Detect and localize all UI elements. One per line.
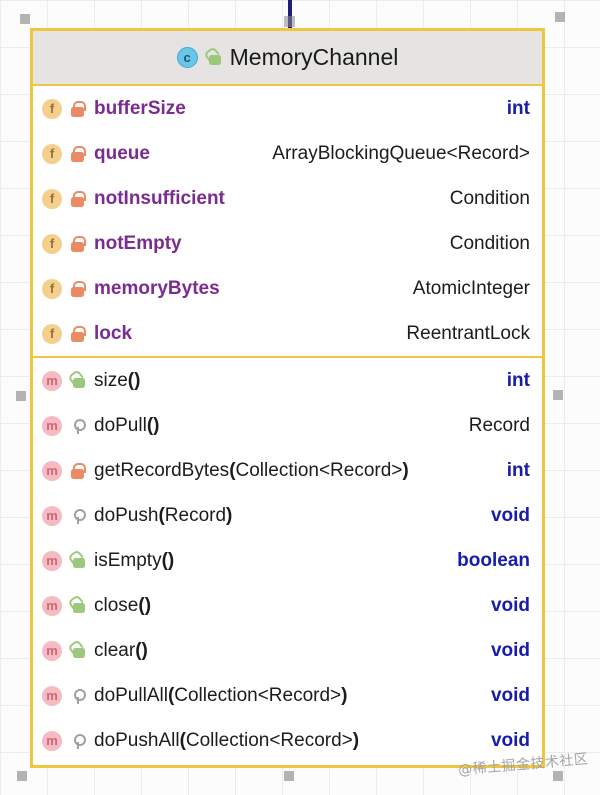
method-return-type: Record bbox=[468, 414, 530, 436]
field-name: notEmpty bbox=[94, 232, 182, 254]
field-name: bufferSize bbox=[94, 97, 186, 119]
resize-handle-middle-left[interactable] bbox=[16, 391, 26, 401]
resize-handle-bottom-right[interactable] bbox=[553, 771, 563, 781]
key-icon bbox=[70, 417, 86, 435]
uml-class-node[interactable]: c MemoryChannel f bufferSize int f queue… bbox=[30, 28, 545, 768]
method-return-type: void bbox=[490, 729, 530, 751]
field-row: f queue ArrayBlockingQueue<Record> bbox=[33, 131, 542, 176]
method-badge-icon: m bbox=[42, 460, 62, 481]
method-signature: close() bbox=[94, 594, 152, 616]
lock-closed-icon bbox=[70, 190, 86, 208]
method-return-type: void bbox=[490, 504, 530, 526]
field-badge-icon: f bbox=[42, 188, 62, 209]
fields-section: f bufferSize int f queue ArrayBlockingQu… bbox=[33, 86, 542, 356]
field-type: int bbox=[506, 97, 530, 119]
method-row: m doPullAll(Collection<Record>) void bbox=[33, 673, 542, 718]
field-name: queue bbox=[94, 142, 150, 164]
method-badge-icon: m bbox=[42, 370, 62, 391]
method-row: m isEmpty() boolean bbox=[33, 538, 542, 583]
field-type: ArrayBlockingQueue<Record> bbox=[272, 142, 530, 164]
field-badge-icon: f bbox=[42, 143, 62, 164]
resize-handle-bottom-center[interactable] bbox=[284, 771, 294, 781]
method-signature: doPushAll(Collection<Record>) bbox=[94, 729, 360, 751]
key-icon bbox=[70, 687, 86, 705]
method-row: m clear() void bbox=[33, 628, 542, 673]
class-icon: c bbox=[176, 47, 198, 68]
method-signature: size() bbox=[94, 369, 141, 391]
method-return-type: void bbox=[490, 594, 530, 616]
lock-closed-icon bbox=[70, 280, 86, 298]
lock-closed-icon bbox=[70, 462, 86, 480]
field-type: AtomicInteger bbox=[412, 277, 530, 299]
class-title: MemoryChannel bbox=[229, 44, 399, 70]
field-name: lock bbox=[94, 322, 133, 344]
method-signature: doPush(Record) bbox=[94, 504, 233, 526]
lock-closed-icon bbox=[70, 145, 86, 163]
field-row: f lock ReentrantLock bbox=[33, 311, 542, 356]
method-signature: doPullAll(Collection<Record>) bbox=[94, 684, 348, 706]
resize-handle-top-right[interactable] bbox=[555, 12, 565, 22]
field-row: f memoryBytes AtomicInteger bbox=[33, 266, 542, 311]
resize-handle-top-left[interactable] bbox=[20, 14, 30, 24]
field-row: f bufferSize int bbox=[33, 86, 542, 131]
resize-handle-bottom-left[interactable] bbox=[17, 771, 27, 781]
lock-open-icon bbox=[70, 552, 86, 570]
methods-section: m size() int m doPull() Record m getReco… bbox=[33, 356, 542, 763]
method-signature: doPull() bbox=[94, 414, 160, 436]
key-icon bbox=[70, 507, 86, 525]
method-signature: getRecordBytes(Collection<Record>) bbox=[94, 459, 409, 481]
field-badge-icon: f bbox=[42, 98, 62, 119]
field-row: f notInsufficient Condition bbox=[33, 176, 542, 221]
incoming-edge-connector[interactable] bbox=[288, 0, 292, 30]
key-icon bbox=[70, 732, 86, 750]
method-row: m doPull() Record bbox=[33, 403, 542, 448]
lock-open-icon bbox=[70, 642, 86, 660]
method-row: m getRecordBytes(Collection<Record>) int bbox=[33, 448, 542, 493]
lock-open-icon bbox=[70, 372, 86, 390]
method-badge-icon: m bbox=[42, 640, 62, 661]
method-badge-icon: m bbox=[42, 595, 62, 616]
method-return-type: int bbox=[506, 459, 530, 481]
field-row: f notEmpty Condition bbox=[33, 221, 542, 266]
method-row: m doPush(Record) void bbox=[33, 493, 542, 538]
field-type: Condition bbox=[449, 232, 530, 254]
field-name: memoryBytes bbox=[94, 277, 220, 299]
lock-closed-icon bbox=[70, 100, 86, 118]
method-badge-icon: m bbox=[42, 505, 62, 526]
field-type: Condition bbox=[449, 187, 530, 209]
field-type: ReentrantLock bbox=[406, 322, 530, 344]
method-row: m doPushAll(Collection<Record>) void bbox=[33, 718, 542, 763]
method-row: m close() void bbox=[33, 583, 542, 628]
field-badge-icon: f bbox=[42, 278, 62, 299]
edge-endpoint-handle[interactable] bbox=[284, 16, 295, 27]
method-return-type: void bbox=[490, 684, 530, 706]
method-badge-icon: m bbox=[42, 685, 62, 706]
method-return-type: int bbox=[506, 369, 530, 391]
field-badge-icon: f bbox=[42, 233, 62, 254]
method-badge-icon: m bbox=[42, 415, 62, 436]
method-return-type: boolean bbox=[457, 549, 530, 571]
lock-open-icon bbox=[70, 597, 86, 615]
method-signature: isEmpty() bbox=[94, 549, 175, 571]
method-badge-icon: m bbox=[42, 550, 62, 571]
lock-closed-icon bbox=[70, 235, 86, 253]
method-row: m size() int bbox=[33, 358, 542, 403]
method-badge-icon: m bbox=[42, 730, 62, 751]
field-name: notInsufficient bbox=[94, 187, 225, 209]
field-badge-icon: f bbox=[42, 323, 62, 344]
method-signature: clear() bbox=[94, 639, 148, 661]
class-header: c MemoryChannel bbox=[33, 31, 542, 86]
resize-handle-middle-right[interactable] bbox=[553, 390, 563, 400]
lock-open-icon bbox=[206, 49, 222, 67]
lock-closed-icon bbox=[70, 325, 86, 343]
method-return-type: void bbox=[490, 639, 530, 661]
